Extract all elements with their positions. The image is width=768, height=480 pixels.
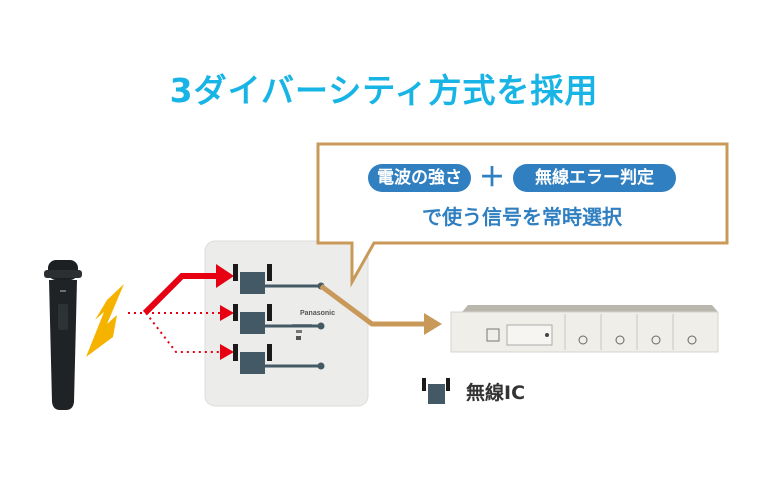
output-arrow <box>319 283 442 335</box>
selected-signal-arrow <box>142 264 234 316</box>
callout-box: 電波の強さ ＋ 無線エラー判定 で使う信号を常時選択 <box>318 144 726 243</box>
receiver-3 <box>233 344 325 374</box>
wireless-ic-icon <box>422 378 450 404</box>
lightning-icon <box>86 284 124 357</box>
legend: 無線IC <box>420 373 525 409</box>
callout-caption: で使う信号を常時選択 <box>422 205 622 229</box>
antenna-unit: Panasonic <box>204 240 369 407</box>
brand-label: Panasonic <box>300 310 335 317</box>
signal-arrowhead-2 <box>220 305 234 321</box>
callout-criteria: 電波の強さ ＋ 無線エラー判定 <box>318 163 726 193</box>
plus-sign: ＋ <box>478 163 505 193</box>
weak-signal-paths <box>128 312 222 353</box>
wireless-microphone <box>44 260 82 410</box>
signal-strength-pill: 電波の強さ <box>367 164 471 192</box>
receiver-rack <box>450 305 719 353</box>
page-title: 3ダイバーシティ方式を採用 <box>169 71 599 110</box>
receiver-2 <box>233 304 325 334</box>
signal-arrowhead-3 <box>220 344 234 360</box>
legend-label: 無線IC <box>466 381 526 404</box>
error-detection-pill: 無線エラー判定 <box>513 164 676 192</box>
